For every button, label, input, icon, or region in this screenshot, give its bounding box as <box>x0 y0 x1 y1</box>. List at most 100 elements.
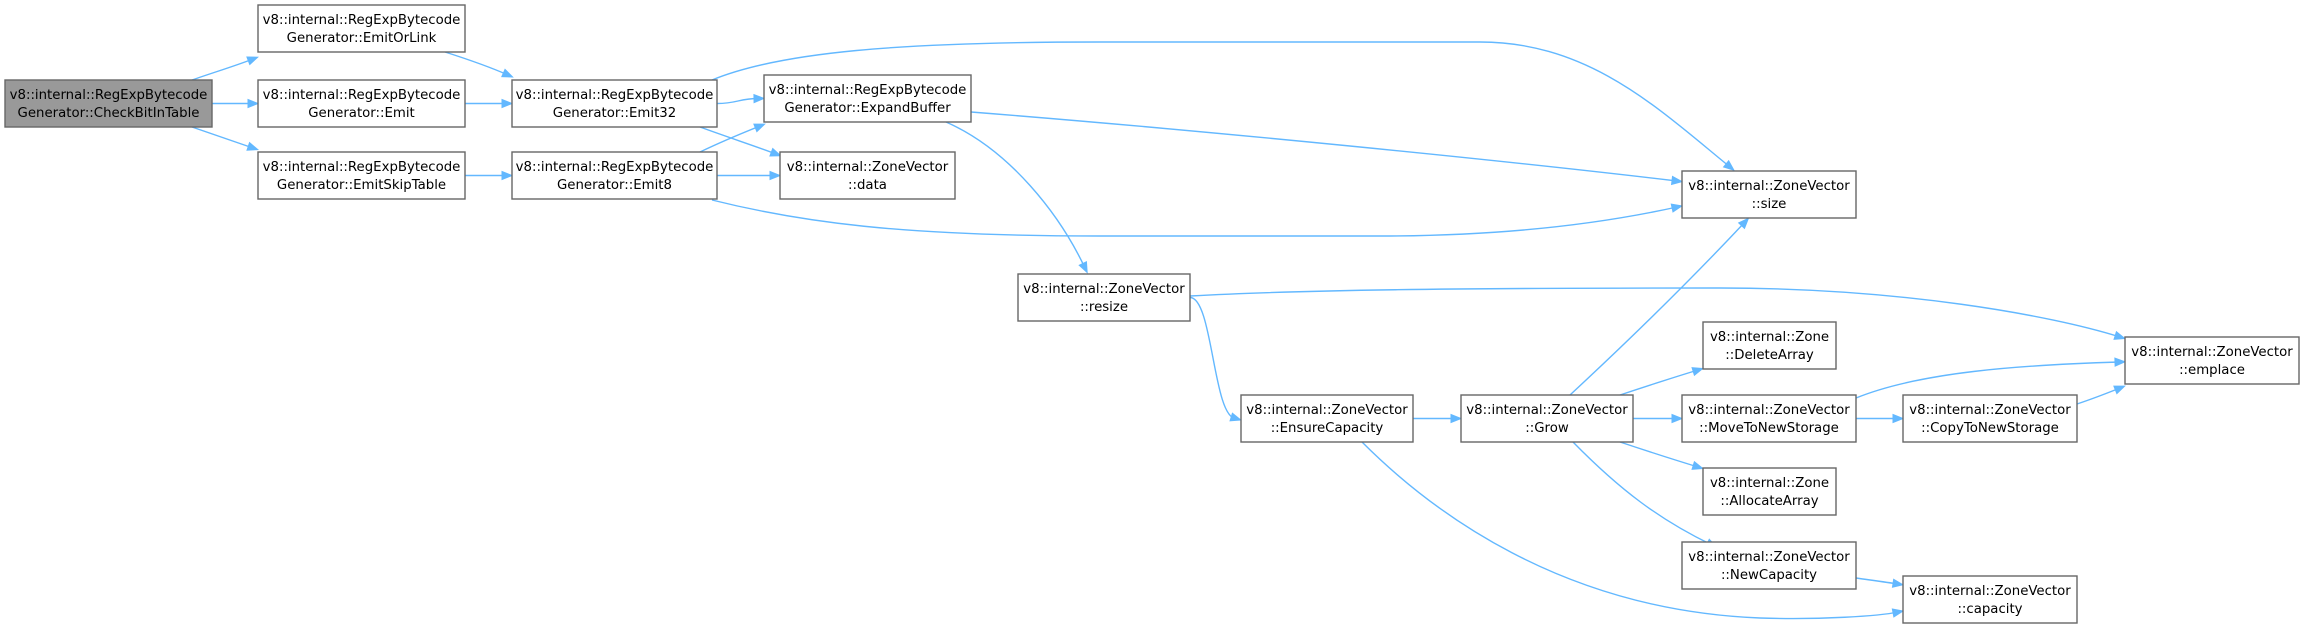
edge-arrowhead <box>1078 260 1088 274</box>
edge-arrowhead <box>1229 412 1243 422</box>
node-box <box>1702 467 1837 516</box>
node-label-line: ::Grow <box>1525 421 1569 436</box>
edge-arrowhead <box>246 141 260 151</box>
edge-line <box>191 58 254 81</box>
node-copy[interactable]: v8::internal::ZoneVector::CopyToNewStora… <box>1902 394 2078 443</box>
node-label-line: ::NewCapacity <box>1721 568 1817 583</box>
edge-arrowhead <box>769 147 782 157</box>
node-move[interactable]: v8::internal::ZoneVector::MoveToNewStora… <box>1681 394 1857 443</box>
edge-ensure-to-capacity <box>1361 441 1905 620</box>
node-label-line: v8::internal::ZoneVector <box>1688 550 1850 565</box>
edge-emitorlink-to-emit32 <box>444 51 514 78</box>
edge-arrowhead <box>1891 578 1905 588</box>
edge-line <box>2076 387 2121 405</box>
edge-grow-to-size <box>1569 217 1750 396</box>
edge-arrowhead <box>1691 367 1705 377</box>
edge-checkbit-to-emitorlink <box>191 56 259 81</box>
node-newcap[interactable]: v8::internal::ZoneVector::NewCapacity <box>1681 541 1857 590</box>
edge-grow-to-delete <box>1619 367 1705 396</box>
edge-ensure-to-grow <box>1413 413 1463 424</box>
edge-line <box>1572 441 1713 546</box>
node-label-line: v8::internal::RegExpBytecode <box>263 13 461 28</box>
node-label-line: Generator::Emit32 <box>553 106 676 121</box>
edge-emit-to-emit32 <box>464 98 514 109</box>
node-box <box>1240 394 1414 443</box>
node-resize[interactable]: v8::internal::ZoneVector::resize <box>1017 273 1191 322</box>
node-box <box>1702 321 1837 370</box>
node-allocate[interactable]: v8::internal::Zone::AllocateArray <box>1702 467 1837 516</box>
edge-arrowhead <box>1722 159 1735 172</box>
edge-arrowhead <box>753 93 766 104</box>
node-emit32[interactable]: v8::internal::RegExpBytecodeGenerator::E… <box>511 79 718 128</box>
node-label-line: ::size <box>1752 197 1787 212</box>
node-capacity[interactable]: v8::internal::ZoneVector::capacity <box>1902 575 2078 624</box>
edge-line <box>1855 361 2121 399</box>
node-label-line: Generator::Emit8 <box>557 178 672 193</box>
edge-arrowhead <box>753 123 766 133</box>
node-box <box>1460 394 1634 443</box>
edge-arrowhead <box>1670 175 1684 186</box>
edge-arrowhead <box>1891 608 1905 618</box>
edge-line <box>1619 369 1699 396</box>
edge-arrowhead <box>2113 385 2126 395</box>
node-grow[interactable]: v8::internal::ZoneVector::Grow <box>1460 394 1634 443</box>
node-box <box>1017 273 1191 322</box>
edge-line <box>444 51 509 76</box>
node-box <box>763 74 972 123</box>
edge-move-to-copy <box>1856 413 1905 424</box>
node-label-line: ::resize <box>1080 300 1128 315</box>
node-emitorlink[interactable]: v8::internal::RegExpBytecodeGenerator::E… <box>257 4 466 53</box>
node-label-line: Generator::EmitSkipTable <box>277 178 446 193</box>
edge-arrowhead <box>501 170 514 181</box>
node-label-line: v8::internal::ZoneVector <box>787 160 949 175</box>
node-emit8[interactable]: v8::internal::RegExpBytecodeGenerator::E… <box>511 151 718 200</box>
edge-resize-to-emplace <box>1189 287 2127 340</box>
edge-emit32-to-data <box>699 126 782 157</box>
node-emplace[interactable]: v8::internal::ZoneVector::emplace <box>2124 336 2300 385</box>
node-box <box>511 79 718 128</box>
node-label-line: ::CopyToNewStorage <box>1921 421 2059 436</box>
node-label-line: v8::internal::RegExpBytecode <box>263 160 461 175</box>
node-expand[interactable]: v8::internal::RegExpBytecodeGenerator::E… <box>763 74 972 123</box>
edge-line <box>711 41 1731 168</box>
node-box <box>779 151 956 200</box>
node-box <box>257 151 466 200</box>
node-box <box>1681 541 1857 590</box>
node-box <box>1681 394 1857 443</box>
node-label-line: v8::internal::ZoneVector <box>1909 584 2071 599</box>
node-checkbit[interactable]: v8::internal::RegExpBytecodeGenerator::C… <box>4 79 213 128</box>
edge-arrowhead <box>1671 413 1684 424</box>
node-label-line: Generator::EmitOrLink <box>287 31 437 46</box>
node-size[interactable]: v8::internal::ZoneVector::size <box>1681 170 1857 219</box>
edge-line <box>1569 221 1746 396</box>
edge-arrowhead <box>2114 357 2127 367</box>
edge-emit32-to-size <box>711 41 1735 172</box>
edge-line <box>1855 577 1899 585</box>
edge-arrowhead <box>769 170 782 181</box>
node-data[interactable]: v8::internal::ZoneVector::data <box>779 151 956 200</box>
node-label-line: Generator::ExpandBuffer <box>784 101 951 116</box>
node-label-line: ::emplace <box>2179 363 2245 378</box>
node-delete[interactable]: v8::internal::Zone::DeleteArray <box>1702 321 1837 370</box>
node-label-line: ::data <box>848 178 887 193</box>
node-box <box>1902 394 2078 443</box>
node-label-line: ::AllocateArray <box>1720 494 1818 509</box>
node-label-line: Generator::CheckBitInTable <box>18 106 200 121</box>
node-label-line: v8::internal::Zone <box>1710 476 1829 491</box>
node-label-line: ::MoveToNewStorage <box>1699 421 1839 436</box>
node-ensure[interactable]: v8::internal::ZoneVector::EnsureCapacity <box>1240 394 1414 443</box>
edge-expand-to-size <box>970 111 1684 186</box>
node-box <box>511 151 718 200</box>
edge-line <box>699 126 777 155</box>
edge-arrowhead <box>1892 413 1905 424</box>
node-emit[interactable]: v8::internal::RegExpBytecodeGenerator::E… <box>257 79 466 128</box>
node-emitskip[interactable]: v8::internal::RegExpBytecodeGenerator::E… <box>257 151 466 200</box>
edge-copy-to-emplace <box>2076 385 2126 405</box>
edge-emit8-to-expand <box>699 123 766 153</box>
node-box <box>1902 575 2078 624</box>
node-label-line: v8::internal::RegExpBytecode <box>516 160 714 175</box>
edge-arrowhead <box>1691 460 1705 470</box>
edge-line <box>1189 287 2121 338</box>
edge-arrowhead <box>1737 217 1750 230</box>
